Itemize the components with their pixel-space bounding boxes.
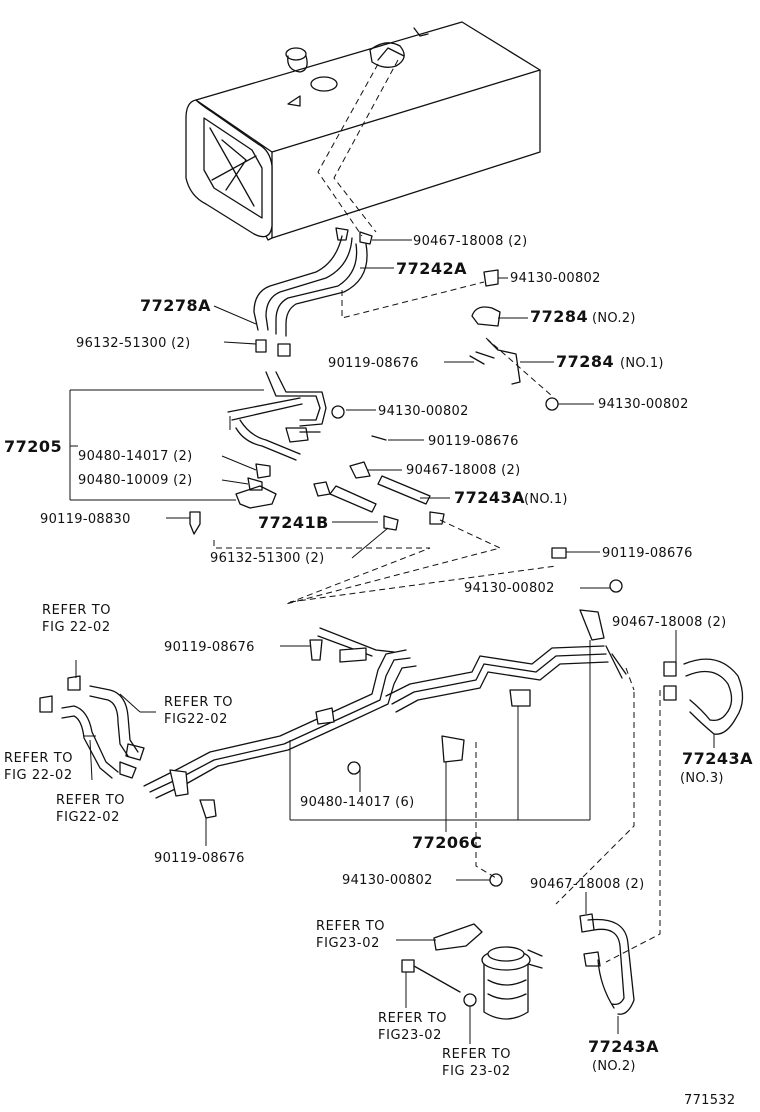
refer-note-6-line1: REFER TO — [378, 1011, 447, 1026]
fuel-tank — [185, 21, 541, 241]
label-90119-08676-b: 90119-08676 — [428, 434, 519, 449]
label-96132-51300-a: 96132-51300 (2) — [76, 336, 190, 351]
label-90467-18008-low: 90467-18008 (2) — [530, 877, 644, 892]
refer-note-2-line2: FIG22-02 — [164, 712, 228, 727]
hose-77243a-no3 — [555, 658, 744, 963]
label-90480-10009: 90480-10009 (2) — [78, 473, 192, 488]
label-77206c: 77206C — [412, 833, 482, 852]
refer-note-7-line2: FIG 23-02 — [442, 1064, 511, 1079]
label-90119-08676-d: 90119-08676 — [164, 640, 255, 655]
label-77243a-no1-suffix: (NO.1) — [524, 492, 568, 507]
label-90467-18008-mid: 90467-18008 (2) — [406, 463, 520, 478]
hoses-mid — [213, 461, 557, 605]
refer-note-2-line1: REFER TO — [164, 695, 233, 710]
label-77243a-no1: 77243A — [454, 488, 525, 507]
label-77243a-no3-suffix: (NO.3) — [680, 771, 724, 786]
diagram-number: 771532 — [684, 1093, 735, 1108]
label-77243a-no2: 77243A — [588, 1037, 659, 1056]
label-94130-00802-b: 94130-00802 — [378, 404, 469, 419]
left-hoses — [39, 675, 145, 779]
refer-note-1-line2: FIG 22-02 — [42, 620, 111, 635]
label-77242a: 77242A — [396, 259, 467, 278]
refer-note-4-line1: REFER TO — [56, 793, 125, 808]
label-90467-18008-top: 90467-18008 (2) — [413, 234, 527, 249]
label-77284-no1-suffix: (NO.1) — [620, 356, 664, 371]
label-96132-51300-b: 96132-51300 (2) — [210, 551, 324, 566]
refer-note-5-line1: REFER TO — [316, 919, 385, 934]
reference-notes: REFER TO FIG 22-02 REFER TO FIG22-02 REF… — [4, 603, 511, 1079]
label-90119-08676-c: 90119-08676 — [602, 546, 693, 561]
label-94130-00802-e: 94130-00802 — [342, 873, 433, 888]
refer-note-3-line1: REFER TO — [4, 751, 73, 766]
refer-note-5-line2: FIG23-02 — [316, 936, 380, 951]
label-90480-14017-6: 90480-14017 (6) — [300, 795, 414, 810]
label-77284-no1: 77284 — [556, 352, 614, 371]
label-77284-no2-suffix: (NO.2) — [592, 311, 636, 326]
label-90119-08676-a: 90119-08676 — [328, 356, 419, 371]
refer-note-1-line1: REFER TO — [42, 603, 111, 618]
label-90480-14017-2: 90480-14017 (2) — [78, 449, 192, 464]
leader-lines — [69, 239, 715, 1044]
pipe-assembly-77205 — [189, 371, 387, 535]
label-90467-18008-right: 90467-18008 (2) — [612, 615, 726, 630]
label-94130-00802-d: 94130-00802 — [464, 581, 555, 596]
label-77241b: 77241B — [258, 513, 329, 532]
refer-note-3-line2: FIG 22-02 — [4, 768, 73, 783]
brackets-77284 — [469, 269, 559, 411]
label-77243a-no2-suffix: (NO.2) — [592, 1059, 636, 1074]
label-77205: 77205 — [4, 437, 62, 456]
label-77284-no2: 77284 — [530, 307, 588, 326]
main-fuel-tubes — [143, 547, 627, 887]
label-94130-00802-a: 94130-00802 — [510, 271, 601, 286]
upper-hoses — [253, 227, 373, 357]
part-labels: 90467-18008 (2) 77242A 94130-00802 77278… — [4, 234, 753, 1074]
label-90119-08830: 90119-08830 — [40, 512, 131, 527]
label-77278a: 77278A — [140, 296, 211, 315]
label-94130-00802-c: 94130-00802 — [598, 397, 689, 412]
label-90119-08676-e: 90119-08676 — [154, 851, 245, 866]
fuel-filter — [401, 913, 635, 1020]
refer-note-4-line2: FIG22-02 — [56, 810, 120, 825]
refer-note-7-line1: REFER TO — [442, 1047, 511, 1062]
label-77243a-no3: 77243A — [682, 749, 753, 768]
refer-note-6-line2: FIG23-02 — [378, 1028, 442, 1043]
tank-guide-lines — [317, 59, 553, 397]
